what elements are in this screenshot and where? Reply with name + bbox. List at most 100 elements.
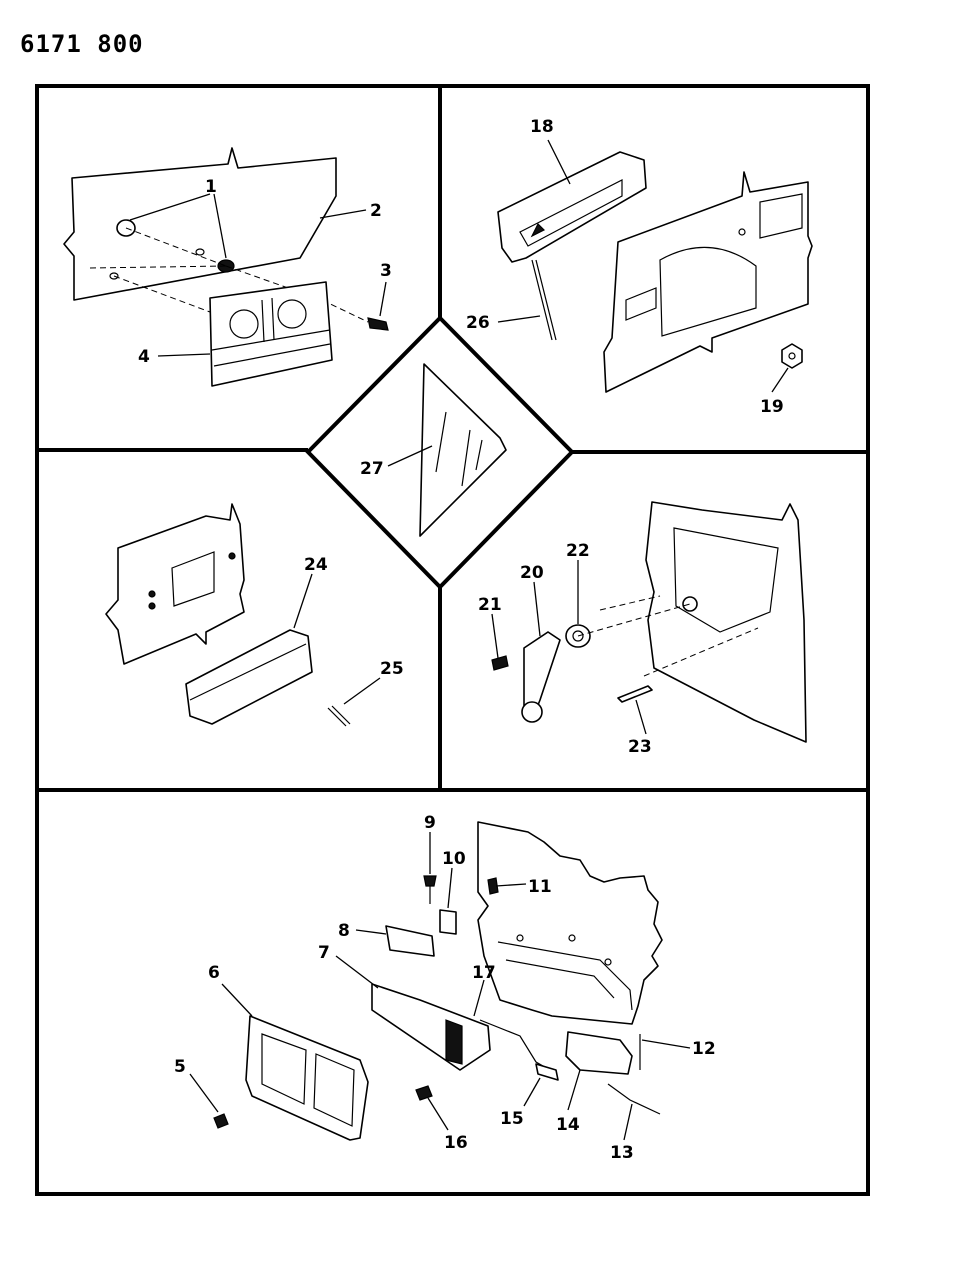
callout-7: 7 (318, 943, 330, 963)
screw-3 (367, 317, 389, 331)
leader-12 (641, 1039, 691, 1049)
callout-4: 4 (138, 347, 150, 367)
bracket-hole (228, 552, 236, 560)
clip-10 (439, 909, 457, 935)
assembly-line (643, 627, 759, 677)
nut-19 (781, 343, 803, 369)
glass-shine (435, 411, 447, 473)
leader-23 (635, 699, 647, 735)
arm-rest-24 (185, 629, 313, 725)
rod-17 (479, 1019, 551, 1071)
leader-26 (497, 315, 541, 323)
bezel-6 (245, 1015, 369, 1141)
shell-contour (497, 941, 633, 1011)
callout-10: 10 (442, 849, 466, 869)
door-inner-shell (477, 821, 663, 1025)
leader-15 (523, 1077, 541, 1107)
leader-11 (495, 883, 527, 887)
leader-14 (567, 1069, 581, 1111)
callout-18: 18 (530, 117, 554, 137)
vent-glass-27 (419, 363, 507, 537)
callout-26: 26 (466, 313, 490, 333)
callout-11: 11 (528, 877, 552, 897)
leader-lines (129, 139, 789, 1141)
trim-panel-pocket (759, 193, 803, 239)
arm-rest-edge (189, 643, 307, 701)
callout-17: 17 (472, 963, 496, 983)
callout-20: 20 (520, 563, 544, 583)
clip-11 (487, 877, 499, 895)
lock-cylinder-14 (565, 1031, 633, 1075)
regulator-panel (645, 501, 807, 743)
callout-23: 23 (628, 737, 652, 757)
screw-25 (327, 707, 347, 727)
pad-8 (385, 925, 435, 957)
leader-20 (533, 581, 541, 637)
leader-10 (447, 867, 453, 909)
panel-center (419, 363, 507, 537)
leader-21 (491, 613, 499, 659)
washer-bore (572, 630, 584, 642)
glass-shine (461, 429, 471, 487)
callout-2: 2 (370, 201, 382, 221)
assembly-line (89, 265, 227, 269)
panel-bottom (213, 821, 663, 1141)
plate-slot (261, 299, 265, 343)
bracket-hole (148, 590, 156, 598)
crank-knob (521, 701, 543, 723)
door-inner-panel-2 (63, 147, 337, 301)
callout-12: 12 (692, 1039, 716, 1059)
screw-21 (491, 655, 509, 671)
leader-25 (343, 677, 381, 705)
callout-1: 1 (205, 177, 217, 197)
shell-hole (604, 958, 612, 966)
trim-panel-hole (738, 228, 746, 236)
handle-grip (519, 179, 623, 247)
leader-3 (379, 281, 387, 317)
leader-1 (129, 193, 211, 221)
callout-5: 5 (174, 1057, 186, 1077)
callout-21: 21 (478, 595, 502, 615)
callout-16: 16 (444, 1133, 468, 1153)
callout-13: 13 (610, 1143, 634, 1163)
callout-19: 19 (760, 397, 784, 417)
leader-27 (387, 445, 433, 467)
mounting-plate-4 (209, 281, 333, 387)
plate-ribs (211, 329, 331, 367)
screw-5 (213, 1113, 229, 1129)
shell-hole (568, 934, 576, 942)
callout-22: 22 (566, 541, 590, 561)
leader-5 (189, 1073, 219, 1113)
trim-panel-recess (659, 246, 757, 337)
rod-clip-15 (535, 1063, 559, 1081)
regulator-shaft (682, 596, 698, 612)
callout-27: 27 (360, 459, 384, 479)
callout-9: 9 (424, 813, 436, 833)
panel-hole (109, 272, 119, 280)
bezel-opening (313, 1053, 355, 1127)
panel-top-right (497, 151, 813, 393)
leader-13 (623, 1103, 633, 1141)
callout-15: 15 (500, 1109, 524, 1129)
bracket-opening (171, 551, 215, 607)
assembly-line (321, 299, 369, 323)
leader-8 (355, 929, 387, 935)
callout-25: 25 (380, 659, 404, 679)
latch-rod (505, 959, 615, 999)
leader-24 (293, 573, 313, 629)
leader-17 (473, 979, 485, 1017)
leader-1 (213, 193, 227, 259)
callout-3: 3 (380, 261, 392, 281)
glass-shine (475, 439, 483, 471)
callout-labels: 1 2 3 4 5 6 7 8 9 10 11 12 13 14 15 16 1… (138, 117, 784, 1163)
handle-clip (530, 222, 546, 238)
panel-middle-right (491, 501, 807, 743)
inner-panel-bracket (105, 503, 245, 665)
diagram-frame (35, 84, 870, 1196)
center-diamond (305, 315, 575, 590)
rod-13 (607, 1083, 661, 1115)
handle-pin-23 (617, 685, 653, 703)
bracket-hole (148, 602, 156, 610)
callout-6: 6 (208, 963, 220, 983)
